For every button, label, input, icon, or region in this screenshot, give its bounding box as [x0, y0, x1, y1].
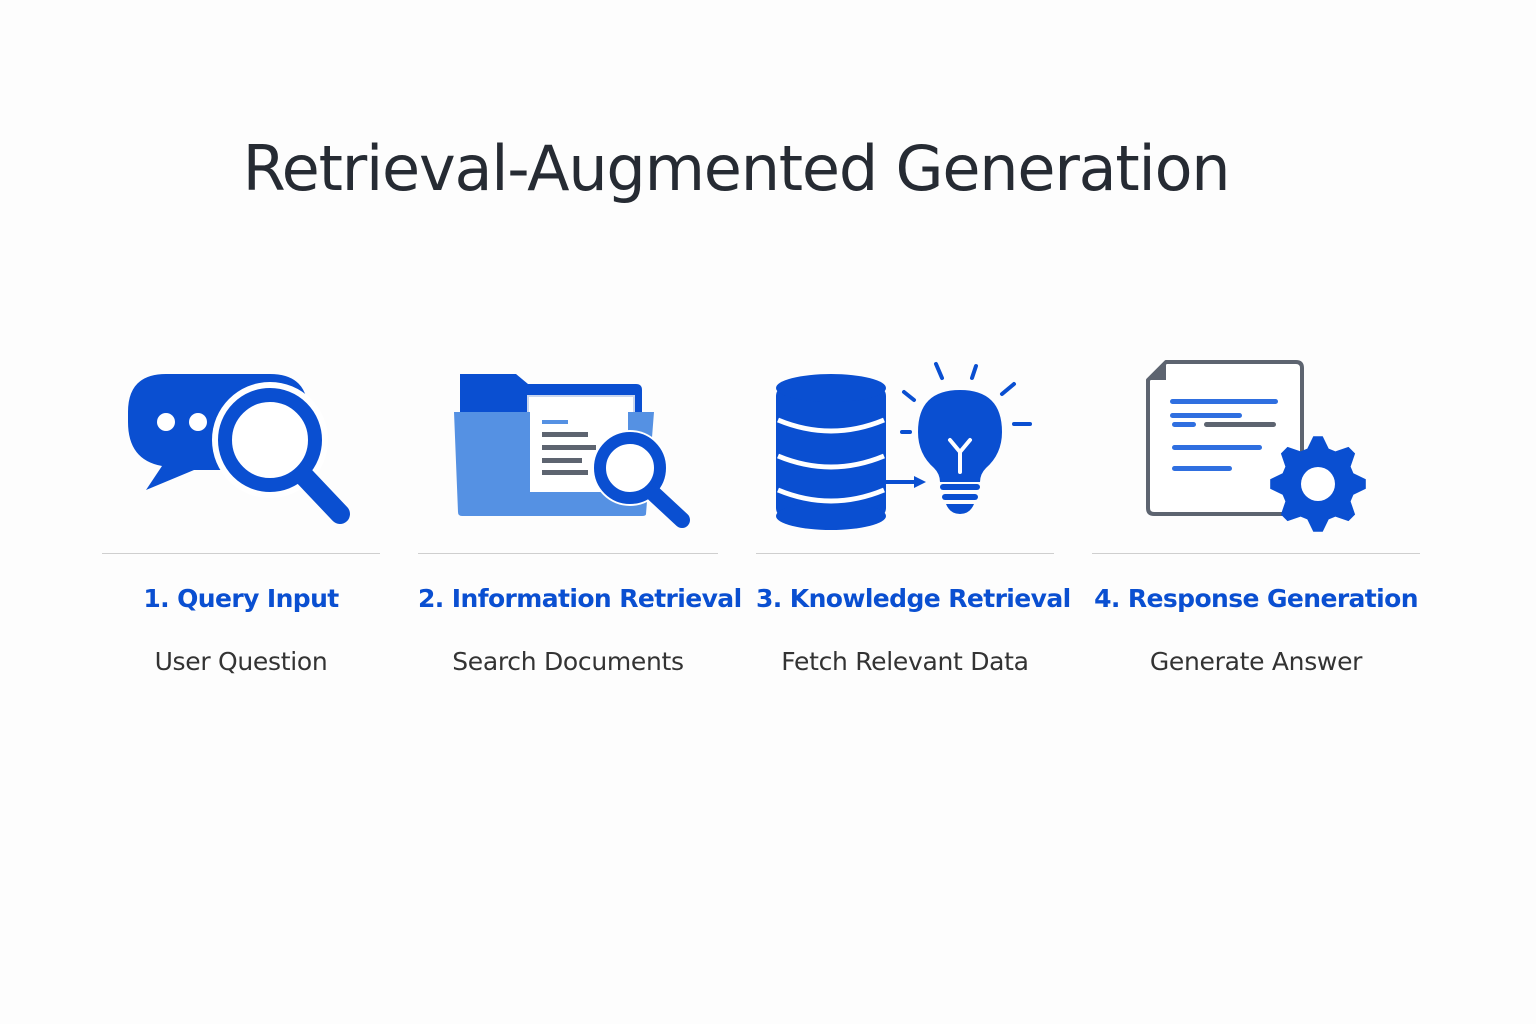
step-response-generation: 4. Response Generation Generate Answer [1092, 350, 1420, 690]
step-subtitle: Search Documents [452, 647, 684, 676]
step-title: 4. Response Generation [1094, 584, 1418, 613]
step-title: 1. Query Input [143, 584, 339, 613]
step-divider [418, 553, 718, 554]
step-query-input: 1. Query Input User Question [102, 350, 380, 690]
step-subtitle: Fetch Relevant Data [781, 647, 1029, 676]
chat-search-icon [102, 350, 380, 540]
diagram-title: Retrieval-Augmented Generation [242, 132, 1231, 205]
step-divider [1092, 553, 1420, 554]
step-divider [756, 553, 1054, 554]
step-divider [102, 553, 380, 554]
step-title: 2. Information Retrieval [418, 584, 742, 613]
step-knowledge-retrieval: 3. Knowledge Retrieval Fetch Relevant Da… [756, 350, 1071, 690]
database-lightbulb-icon [756, 350, 1054, 540]
step-subtitle: Generate Answer [1149, 647, 1363, 676]
document-gear-icon [1092, 350, 1420, 540]
step-title: 3. Knowledge Retrieval [756, 584, 1071, 613]
folder-search-icon [418, 350, 718, 540]
step-subtitle: User Question [154, 647, 328, 676]
step-information-retrieval: 2. Information Retrieval Search Document… [418, 350, 742, 690]
